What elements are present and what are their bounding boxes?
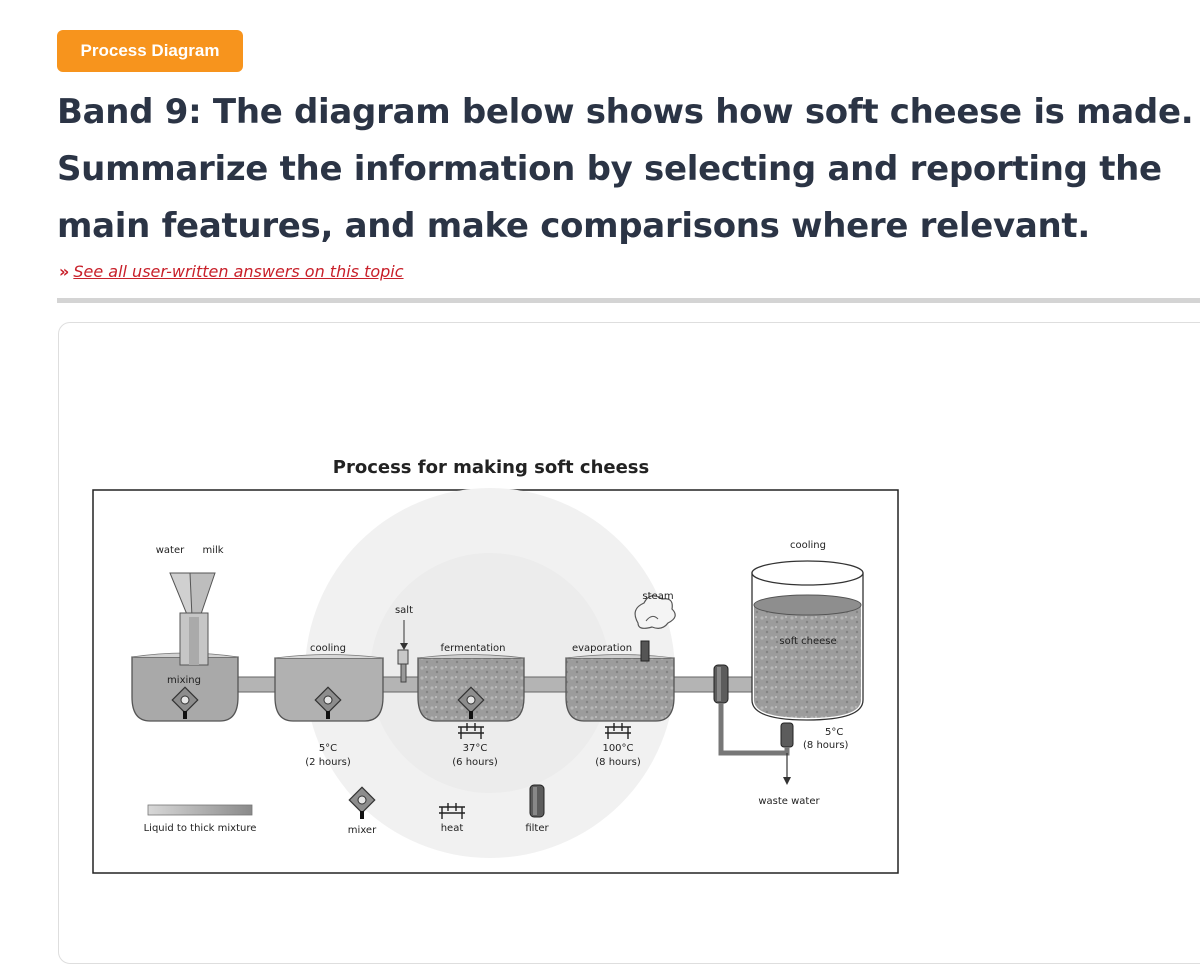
cooling-temp: 5°C [319,743,337,754]
legend-mixer-label: mixer [348,825,377,836]
fermentation-label: fermentation [440,643,505,654]
fermentation-temp: 37°C [463,743,488,754]
process-diagram: Process for making soft cheess water mil… [90,445,902,877]
evaporation-temp: 100°C [602,743,633,754]
salt-inlet [397,620,409,683]
final-time: (8 hours) [803,740,849,751]
see-all-answers[interactable]: »See all user-written answers on this to… [59,262,404,281]
mixing-label: mixing [167,675,201,686]
legend-heat-label: heat [441,823,464,834]
legend-filter-label: filter [525,823,549,834]
filter-icon [529,784,545,818]
mixer-icon [457,686,485,719]
final-temp: 5°C [825,727,843,738]
evaporation-time: (8 hours) [595,757,641,768]
inlet-funnel [169,572,216,666]
page-title: Band 9: The diagram below shows how soft… [57,92,1194,246]
cooling-label: cooling [310,643,346,654]
legend-mixture-label: Liquid to thick mixture [144,823,257,834]
waste-pipe [718,703,791,785]
divider [57,298,1200,303]
evaporation-tank [565,654,675,722]
water-label: water [156,545,185,556]
steam-outlet [634,595,676,662]
heat-icon [605,723,631,739]
fermentation-time: (6 hours) [452,757,498,768]
evaporation-label: evaporation [572,643,632,654]
salt-label: salt [395,605,413,616]
mixture-gradient-bar [147,804,253,816]
filter-icon [713,664,729,704]
milk-label: milk [202,545,223,556]
heat-icon [458,723,484,739]
see-all-answers-link[interactable]: See all user-written answers on this top… [73,262,404,281]
category-badge[interactable]: Process Diagram [57,30,243,72]
double-chevron-icon: » [59,262,70,281]
mixer-icon [314,686,342,719]
waste-water-label: waste water [758,796,820,807]
heat-icon [439,803,465,819]
soft-cheese-label: soft cheese [779,636,836,647]
mixer-icon [171,686,199,719]
mixer-icon [348,786,376,819]
filter-icon [780,722,794,748]
cooling-time: (2 hours) [305,757,351,768]
steam-label: steam [642,591,673,602]
final-cooling-label: cooling [790,540,826,551]
diagram-heading: Process for making soft cheess [333,457,649,478]
cooling-cylinder [751,560,864,721]
